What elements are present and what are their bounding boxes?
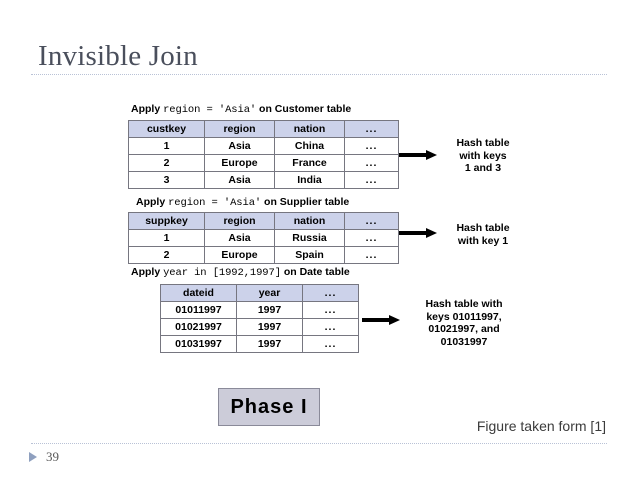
column-header: dateid	[160, 284, 237, 302]
customer-hash-annotation: Hash table with keys 1 and 3	[456, 137, 510, 174]
customer-to-hash-arrow-icon	[399, 150, 437, 160]
column-header: suppkey	[128, 212, 205, 230]
cell: 2	[128, 154, 205, 172]
table-row: 3 Asia India ...	[128, 171, 399, 189]
supplier-to-hash-arrow-icon	[399, 228, 437, 238]
date-label-suffix: on Date table	[280, 266, 350, 278]
figure-credit: Figure taken form [1]	[476, 418, 606, 434]
page-title: Invisible Join	[38, 40, 198, 72]
date-table-label: Apply year in [1992,1997] on Date table	[131, 266, 350, 280]
table-row: 1 Asia China ...	[128, 137, 399, 155]
cell: Spain	[274, 246, 345, 264]
phase-label-box: Phase I	[218, 388, 320, 426]
cell: Asia	[204, 137, 275, 155]
customer-table: custkey region nation ... 1 Asia China .…	[128, 120, 399, 189]
date-label-prefix: Apply	[131, 266, 164, 278]
cell: ...	[344, 154, 399, 172]
column-header: custkey	[128, 120, 205, 138]
cell: Asia	[204, 229, 275, 247]
cell: Europe	[204, 246, 275, 264]
date-table: dateid year ... 01011997 1997 ... 010219…	[160, 284, 359, 353]
cell: ...	[344, 246, 399, 264]
cell: France	[274, 154, 345, 172]
cell: ...	[344, 229, 399, 247]
cell: 01021997	[160, 318, 237, 336]
column-header: nation	[274, 212, 345, 230]
supplier-table-label: Apply region = 'Asia' on Supplier table	[136, 196, 349, 210]
cell: ...	[302, 335, 359, 353]
cell: Asia	[204, 171, 275, 189]
cell: Russia	[274, 229, 345, 247]
cell: Europe	[204, 154, 275, 172]
column-header: region	[204, 120, 275, 138]
column-header: nation	[274, 120, 345, 138]
supplier-table: suppkey region nation ... 1 Asia Russia …	[128, 212, 399, 264]
cell: 1	[128, 229, 205, 247]
cell: 1	[128, 137, 205, 155]
date-hash-annotation: Hash table with keys 01011997, 01021997,…	[425, 298, 503, 348]
cell: ...	[344, 171, 399, 189]
table-row: 2 Europe France ...	[128, 154, 399, 172]
table-header-row: custkey region nation ...	[128, 120, 399, 138]
cell: 2	[128, 246, 205, 264]
date-label-code: year in [1992,1997]	[163, 267, 281, 279]
cell: ...	[344, 137, 399, 155]
column-header: ...	[302, 284, 359, 302]
column-header: year	[236, 284, 303, 302]
triangle-bullet-icon	[29, 452, 37, 462]
cell: China	[274, 137, 345, 155]
supplier-label-prefix: Apply	[136, 196, 169, 208]
customer-label-suffix: on Customer table	[256, 103, 352, 115]
footer-divider	[31, 443, 607, 444]
supplier-hash-annotation: Hash table with key 1	[456, 222, 510, 247]
page-number: 39	[46, 449, 59, 464]
cell: ...	[302, 318, 359, 336]
title-divider	[31, 74, 607, 75]
cell: 01011997	[160, 301, 237, 319]
table-row: 01031997 1997 ...	[160, 335, 359, 353]
table-header-row: suppkey region nation ...	[128, 212, 399, 230]
date-to-hash-arrow-icon	[362, 315, 400, 325]
cell: 3	[128, 171, 205, 189]
column-header: ...	[344, 212, 399, 230]
table-row: 1 Asia Russia ...	[128, 229, 399, 247]
customer-label-prefix: Apply	[131, 103, 164, 115]
supplier-label-code: region = 'Asia'	[168, 197, 262, 209]
cell: ...	[302, 301, 359, 319]
table-header-row: dateid year ...	[160, 284, 359, 302]
supplier-label-suffix: on Supplier table	[261, 196, 350, 208]
table-row: 01011997 1997 ...	[160, 301, 359, 319]
table-row: 01021997 1997 ...	[160, 318, 359, 336]
cell: 1997	[236, 335, 303, 353]
cell: 01031997	[160, 335, 237, 353]
cell: India	[274, 171, 345, 189]
column-header: region	[204, 212, 275, 230]
customer-label-code: region = 'Asia'	[163, 104, 257, 116]
cell: 1997	[236, 301, 303, 319]
column-header: ...	[344, 120, 399, 138]
cell: 1997	[236, 318, 303, 336]
table-row: 2 Europe Spain ...	[128, 246, 399, 264]
customer-table-label: Apply region = 'Asia' on Customer table	[131, 103, 351, 117]
